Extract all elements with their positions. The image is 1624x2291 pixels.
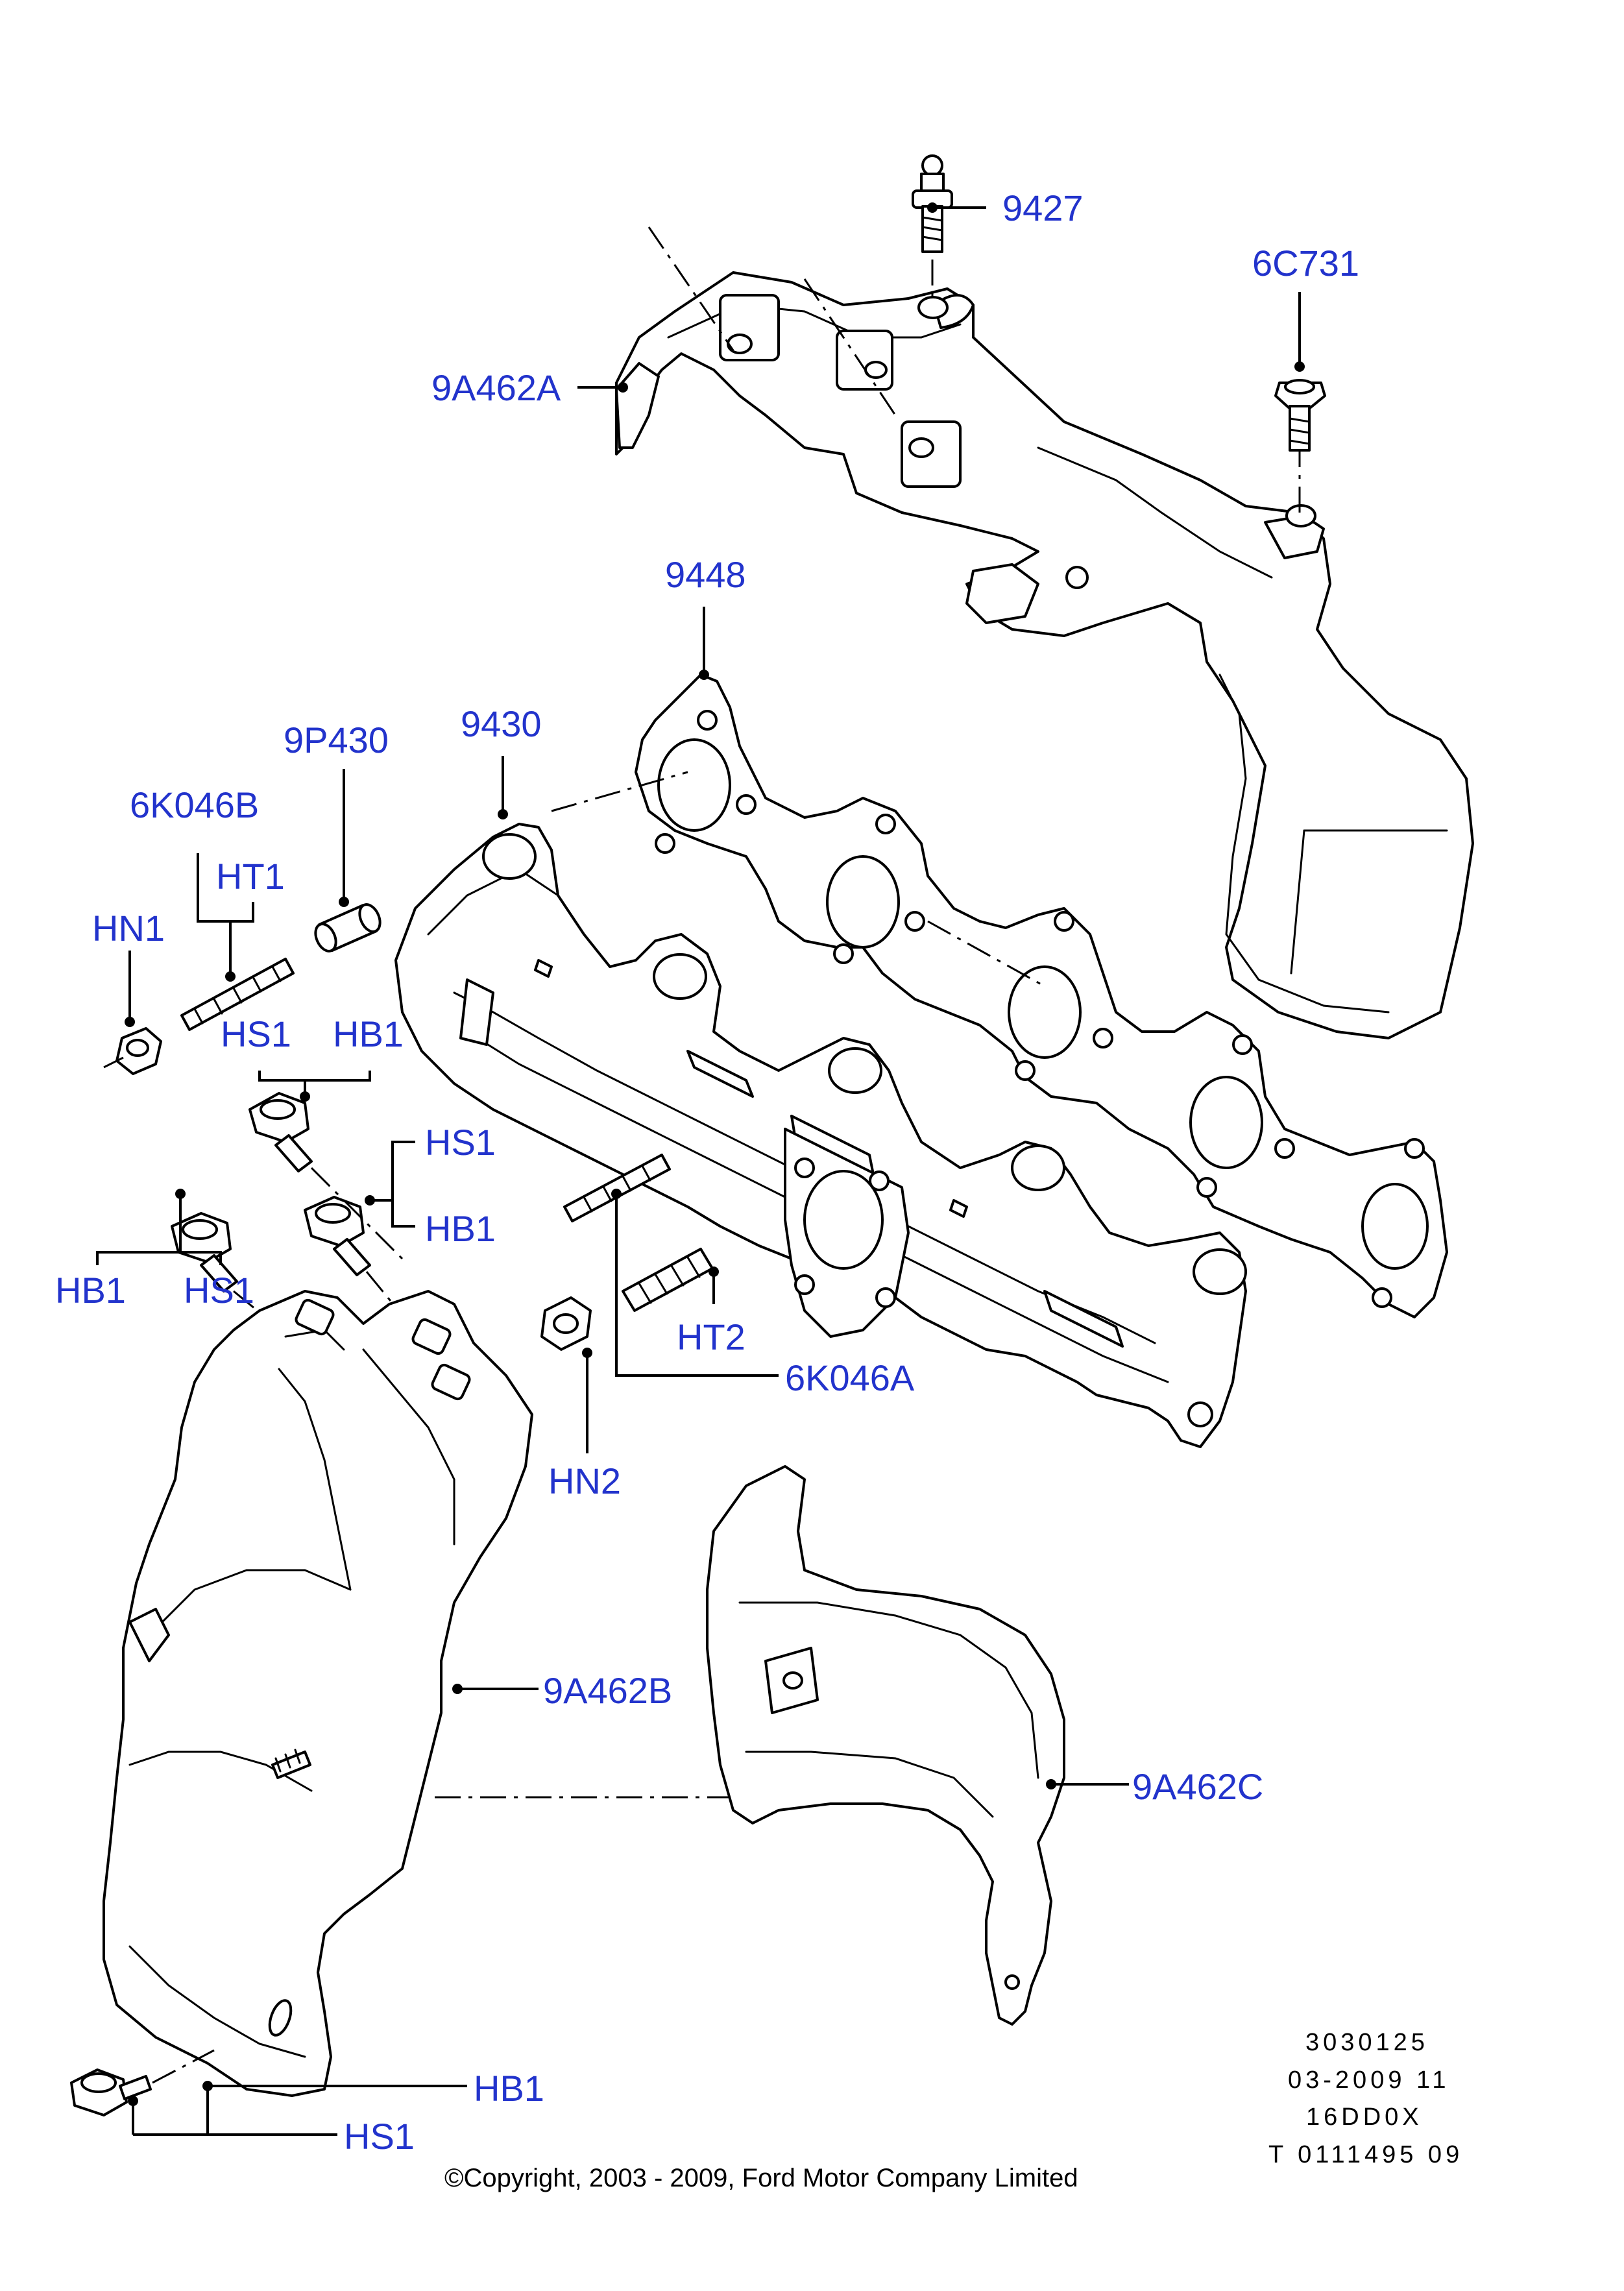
centerline-HN1 — [103, 1056, 124, 1069]
label-HN2: HN2 — [548, 1461, 621, 1501]
reference-line-4: T 0111495 09 — [1268, 2141, 1463, 2168]
label-HT1: HT1 — [216, 856, 285, 897]
lower-heat-shield-9A462B — [103, 1290, 533, 2097]
label-HB1-d: HB1 — [474, 2068, 544, 2109]
reference-line-3: 16DD0X — [1306, 2103, 1423, 2131]
label-9P430: 9P430 — [284, 720, 389, 760]
bolt-6C731 — [1274, 379, 1326, 452]
gasket-9448 — [635, 673, 1448, 1318]
label-9427: 9427 — [1002, 188, 1084, 228]
label-9448: 9448 — [665, 554, 746, 595]
centerline-gasket-top — [551, 771, 688, 812]
copyright-notice: ©Copyright, 2003 - 2009, Ford Motor Comp… — [444, 2164, 1078, 2192]
nut-HN1 — [115, 1027, 162, 1075]
label-HS1-c: HS1 — [184, 1270, 254, 1311]
label-HS1-a: HS1 — [221, 1013, 291, 1054]
stud-6K046B — [180, 958, 295, 1031]
label-HN1: HN1 — [92, 908, 165, 949]
label-HS1-d: HS1 — [344, 2116, 415, 2157]
exhaust-manifold-9430 — [394, 823, 1247, 1448]
label-HB1-b: HB1 — [425, 1208, 496, 1249]
label-9A462C: 9A462C — [1132, 1766, 1263, 1807]
bolt-HB1-HS1-b — [171, 1212, 238, 1292]
centerline-bolt-a — [310, 1167, 404, 1260]
bolt-HB1-HS1-a — [248, 1092, 313, 1172]
label-6C731: 6C731 — [1252, 243, 1359, 284]
label-HT2: HT2 — [677, 1316, 745, 1357]
leader-lines — [96, 202, 1305, 2136]
heat-shield-9A462C — [706, 1465, 1065, 2026]
label-6K046B: 6K046B — [130, 784, 259, 825]
bolt-HB1-HS1-c — [304, 1196, 371, 1276]
bolt-HB1-HS1-d — [70, 2068, 152, 2116]
label-HB1-a: HB1 — [333, 1013, 404, 1054]
label-9A462A: 9A462A — [431, 367, 561, 408]
stud-HT2 — [622, 1248, 714, 1312]
reference-line-2: 03-2009 11 — [1288, 2067, 1449, 2094]
centerline-bolt-d — [152, 2049, 215, 2084]
centerline-upper-left — [648, 226, 734, 351]
label-9A462B: 9A462B — [543, 1670, 672, 1711]
reference-line-1: 3030125 — [1305, 2029, 1429, 2056]
upper-heat-shield-9A462A — [615, 271, 1474, 1039]
label-HS1-b: HS1 — [425, 1122, 496, 1163]
spacer-9P430 — [314, 903, 382, 952]
centerline-upper-mid — [803, 278, 897, 416]
label-HB1-c: HB1 — [55, 1270, 126, 1311]
centerline-gasket-mid — [927, 920, 1045, 988]
nut-HN2 — [540, 1296, 592, 1351]
stud-6K046A — [563, 1154, 671, 1222]
label-6K046A: 6K046A — [785, 1357, 915, 1398]
label-9430: 9430 — [461, 703, 542, 744]
